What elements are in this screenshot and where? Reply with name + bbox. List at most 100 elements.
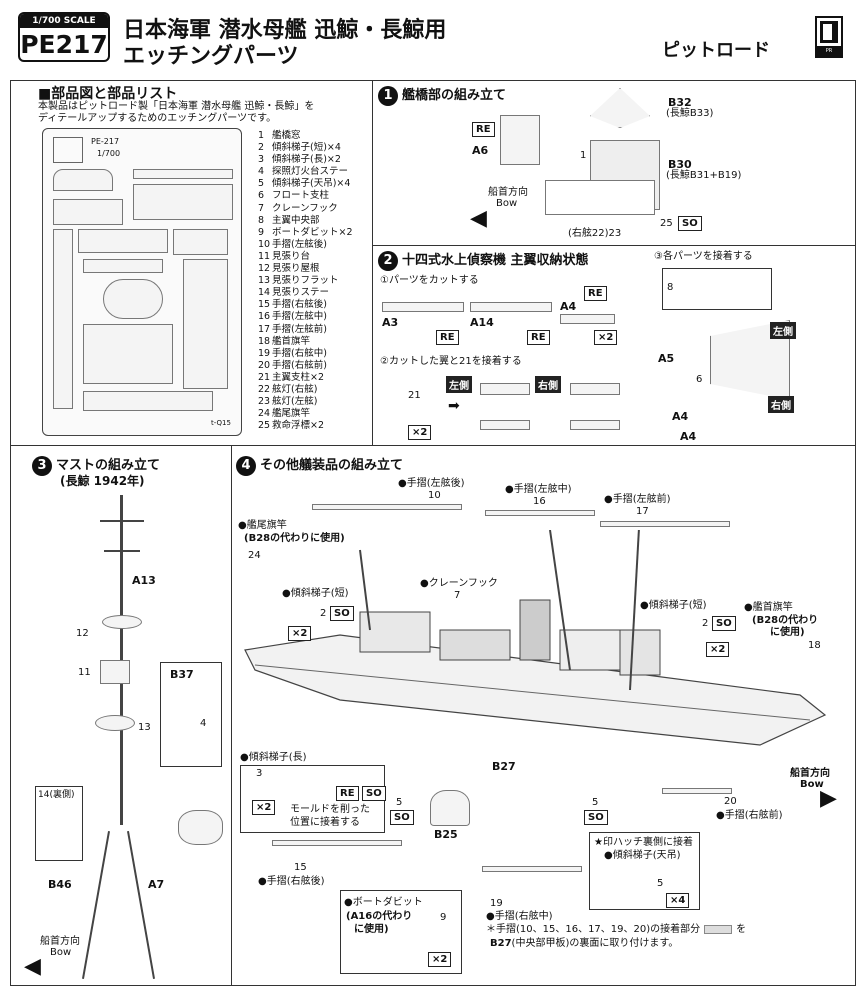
label-part12: 12	[76, 628, 89, 639]
stern-flag-label: ●艦尾旗竿	[238, 520, 287, 531]
x2-tag: ×2	[706, 642, 730, 657]
boat-b25	[430, 790, 470, 826]
note-text: を	[736, 924, 747, 935]
part-name: 手摺(左舷前)	[272, 323, 327, 335]
rail-15	[272, 840, 402, 846]
part-number: 25	[258, 420, 271, 432]
ladder-label: ●傾斜梯子(短)	[640, 600, 707, 611]
rail-label: ●手摺(左舷後)	[398, 478, 465, 489]
davit-note: に使用)	[354, 924, 389, 935]
x4-tag: ×4	[666, 893, 690, 908]
note-line1: ＊手摺(10、15、16、17、19、20)の接着部分を	[486, 924, 746, 936]
label-part17: 17	[636, 506, 649, 517]
hatch-note: ★印ハッチ裏側に接着	[594, 837, 693, 848]
part-name: 傾斜梯子(天吊)×4	[272, 178, 351, 190]
rail-label: ●手摺(左舷中)	[505, 484, 572, 495]
label-part15: 15	[294, 862, 307, 873]
detail-inset	[662, 268, 772, 310]
re-tag: RE	[436, 330, 459, 345]
part-name: 艦尾旗竿	[272, 408, 311, 420]
label-part25: 25	[660, 218, 673, 229]
label-part5: 5	[396, 797, 403, 808]
bow-flag-note: (B28の代わり	[752, 615, 819, 626]
label-part20: 20	[724, 796, 737, 807]
part-name: 傾斜梯子(短)×4	[272, 142, 341, 154]
fret-scale: 1/700	[97, 149, 121, 158]
rail-label: ●手摺(左舷前)	[604, 494, 671, 505]
part-name: 手摺(左舷中)	[272, 311, 327, 323]
label-b46: B46	[48, 878, 72, 891]
part-number: 4	[258, 166, 265, 178]
label-a4: A4	[680, 430, 697, 443]
so-tag: SO	[390, 810, 414, 825]
part-number: 19	[258, 347, 271, 359]
part-name: 手摺(右舷後)	[272, 299, 327, 311]
part-name: ボートダビット×2	[272, 226, 353, 238]
so-tag: SO	[712, 616, 736, 631]
step2-title-text: 十四式水上偵察機 主翼収納状態	[402, 253, 589, 268]
step3-subtitle: (長鯨 1942年)	[60, 474, 145, 488]
part-number: 24	[258, 408, 271, 420]
step2-sub3: ③各パーツを接着する	[654, 251, 753, 262]
label-b27: B27	[492, 760, 516, 773]
part-number: 3	[258, 154, 265, 166]
label-a4: A4	[560, 300, 577, 313]
part-name: クレーンフック	[272, 202, 338, 214]
mold-note: 位置に接着する	[290, 817, 360, 828]
stern-flag-note: (B28の代わりに使用)	[244, 533, 345, 544]
label-a3: A3	[382, 316, 399, 329]
bridge-base-diagram	[545, 180, 655, 215]
so-tag: SO	[678, 216, 702, 231]
part-number: 8	[258, 214, 265, 226]
part-name: 艦橋窓	[272, 130, 301, 141]
re-tag: RE	[472, 122, 495, 137]
label-part4: 4	[200, 718, 207, 729]
label-part22-23: (右舷22)23	[568, 228, 622, 239]
adhesive-area-swatch	[704, 924, 733, 934]
step3-title-text: マストの組み立て	[56, 458, 161, 473]
label-a6: A6	[472, 144, 489, 157]
bow-arrow-icon: ◀	[470, 206, 487, 231]
right-side-tag: 右側	[768, 396, 794, 413]
re-tag: RE	[336, 786, 359, 801]
etching-fret: PE-217 1/700 t-Q15	[42, 128, 242, 436]
rail-17	[600, 521, 730, 527]
part-name: 見張り台	[272, 250, 311, 262]
davit-inset	[340, 890, 462, 974]
label-part5: 5	[592, 797, 599, 808]
label-b32: B32	[668, 96, 692, 109]
step-number: 1	[378, 85, 398, 106]
step2-sub2: ②カットした翼と21を接着する	[380, 356, 522, 367]
label-part8: 8	[667, 282, 674, 293]
label-part10: 10	[428, 490, 441, 501]
bow-label: 船首方向	[790, 768, 830, 779]
scale-badge: 1/700 SCALE PE217	[18, 12, 110, 62]
note-part-b27: B27	[490, 938, 512, 949]
parts-desc-1: 本製品はピットロード製「日本海軍 潜水母艦 迅鯨・長鯨」を	[38, 101, 315, 112]
label-part3: 3	[256, 768, 263, 779]
x2-tag: ×2	[428, 952, 452, 967]
re-tag: RE	[527, 330, 550, 345]
part-number: 10	[258, 238, 271, 250]
note-text: (中央部甲板)の裏面に取り付けます。	[511, 938, 679, 949]
part-name: 艦首旗竿	[272, 335, 311, 347]
part-number: 1	[258, 130, 265, 141]
part14-inset	[35, 786, 83, 861]
part-number: 12	[258, 263, 271, 275]
label-part5: 5	[657, 878, 664, 889]
page-subtitle: エッチングパーツ	[123, 44, 299, 69]
wing-a14	[470, 302, 552, 312]
davit-note: (A16の代わり	[346, 911, 413, 922]
part-name: 舷灯(左舷)	[272, 396, 318, 408]
